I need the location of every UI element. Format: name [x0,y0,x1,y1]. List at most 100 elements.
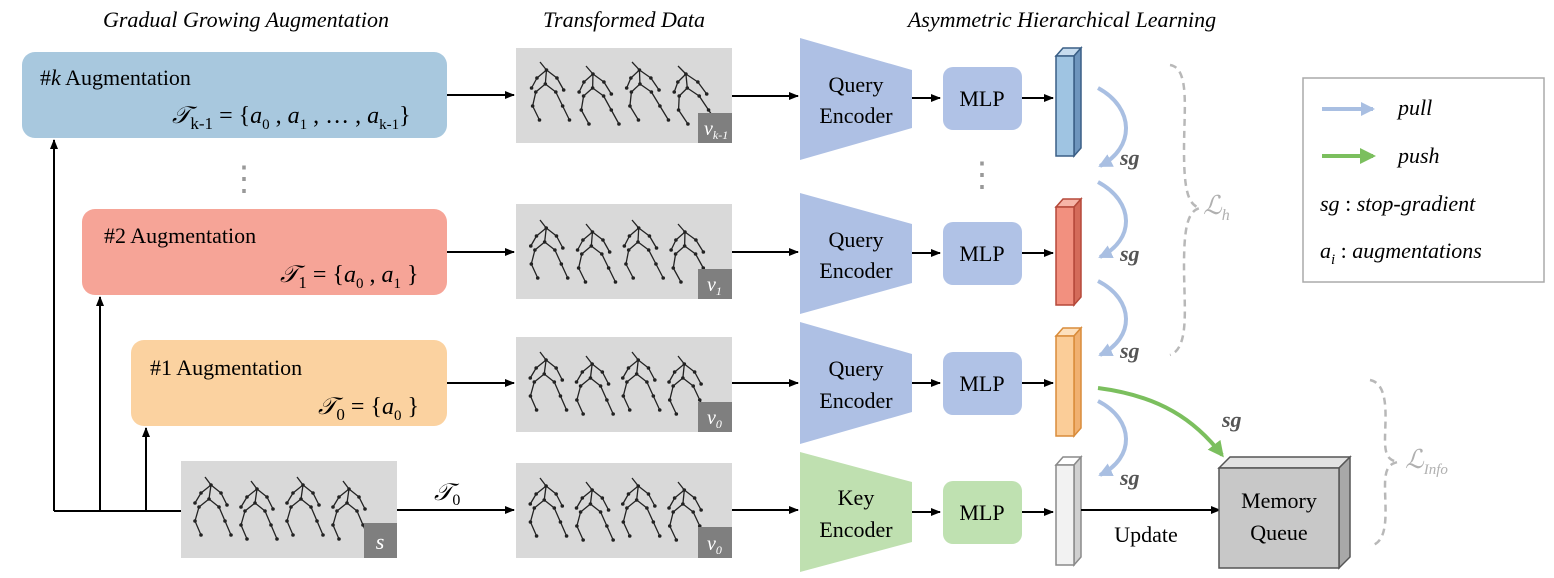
augmentation-box-k: #k Augmentation 𝒯k-1 = {a0 , a1 , … , ak… [22,52,447,138]
svg-text:Encoder: Encoder [819,103,893,128]
skeleton-bone [639,69,652,79]
skeleton-bone [536,227,547,237]
source-label: s [376,529,385,554]
skeleton-bone [622,493,630,505]
skeleton-bone [646,381,654,397]
skeleton-bone [601,497,610,511]
skeleton-bone [631,61,640,71]
skeleton-bone [652,395,661,411]
svg-text:Query: Query [829,72,884,97]
skeleton-bone [580,109,590,125]
skeleton-bone [254,488,258,504]
skeleton-joint [606,508,611,512]
skeleton-sequence [528,219,713,284]
skeleton-bone [312,492,320,506]
svg-text:#1 Augmentation: #1 Augmentation [150,355,302,380]
skeleton-joint [699,382,703,386]
svg-text:Encoder: Encoder [819,388,893,413]
skeleton-joint [654,246,659,250]
svg-text:v1: v1 [707,274,722,298]
augmentation-box-2: #2 Augmentation 𝒯1 = {a0 , a1 } [82,209,447,295]
skeleton-joint [574,506,579,510]
skeleton-bone [358,496,366,510]
skeleton-bone [529,395,538,411]
skeleton-bone [536,69,547,79]
skeleton-bone [638,69,641,85]
skeleton-joint [631,276,636,280]
source-feed-lines [50,139,182,512]
skeleton-bone [530,263,539,279]
skeleton-bone [626,373,638,383]
skeleton-bone [669,399,677,415]
skeleton-bone [622,381,628,397]
skeleton-bone [535,83,546,93]
skeleton-bone [694,371,702,385]
legend-augmentations: ai : augmentations [1320,238,1482,268]
skeleton-bone [356,510,364,526]
skeleton-bone [674,363,685,373]
skeleton-bone [562,105,571,121]
skeleton-bone [264,510,272,526]
svg-text:sg: sg [1221,407,1242,432]
skeleton-joint [701,250,706,254]
skeleton-bone [603,81,612,95]
skeleton-bone [194,506,200,522]
skeleton-bone [601,371,610,385]
skeleton-bone [583,73,594,83]
skeleton-bone [697,81,708,95]
skeleton-bone [678,87,688,97]
skeleton-joint [321,533,325,537]
skeleton-bone [636,373,648,383]
skeleton-bone [532,105,541,121]
skeleton-bone [560,263,569,279]
skeleton-bone [535,485,547,495]
skeleton-joint [561,88,566,92]
key-encoder: Key Encoder [800,452,912,572]
svg-text:MLP: MLP [959,371,1004,396]
skeleton-bone [576,525,584,541]
skeleton-joint [686,122,690,126]
skeleton-joint [674,412,679,416]
loss-h-label: ℒh [1203,191,1230,224]
skeleton-bone [292,484,304,494]
skeleton-joint [666,118,671,122]
skeleton-joint [275,537,279,541]
skeleton-bone [316,520,324,536]
skeleton-bone [694,497,702,511]
skeleton-bone [535,359,547,369]
skeleton-bone [592,73,605,83]
svg-text:v0: v0 [707,533,722,557]
skeleton-bone [332,510,338,526]
skeleton-bone [606,399,614,415]
skeleton-bone [637,227,640,243]
skeleton-bone [682,363,685,379]
skeleton-bone [591,489,603,499]
skeleton-bone [218,506,226,522]
query-encoder-0: Query Encoder [800,322,912,444]
skeleton-joint [245,537,249,541]
skeleton-joint [636,118,641,122]
svg-text:Queue: Queue [1250,520,1307,545]
skeleton-bone [622,521,631,537]
skeleton-bone [580,503,591,513]
skeleton-bone [286,492,294,504]
skeleton-bone [580,377,591,387]
loss-h-bracket [1169,63,1201,357]
skeleton-joint [607,250,612,254]
skeleton-bone [529,367,537,379]
svg-text:𝒯1 = {a0 , a1 }: 𝒯1 = {a0 , a1 } [280,262,418,292]
skeleton-bone [695,239,704,253]
skeleton-bone [678,109,689,125]
skeleton-bone [698,95,710,111]
skeleton-bone [244,502,256,512]
sg-labels: sg sg sg sg sg [1119,145,1242,490]
skeleton-bone [529,493,537,505]
svg-text:MLP: MLP [959,86,1004,111]
view-encoder-arrows [732,92,799,514]
skeleton-bone [270,524,278,540]
view-panel-0: v0 [516,337,732,432]
skeleton-bone [544,241,556,251]
skeleton-bone [685,73,699,83]
skeleton-sequence [529,61,720,126]
skeleton-bone [589,363,593,379]
